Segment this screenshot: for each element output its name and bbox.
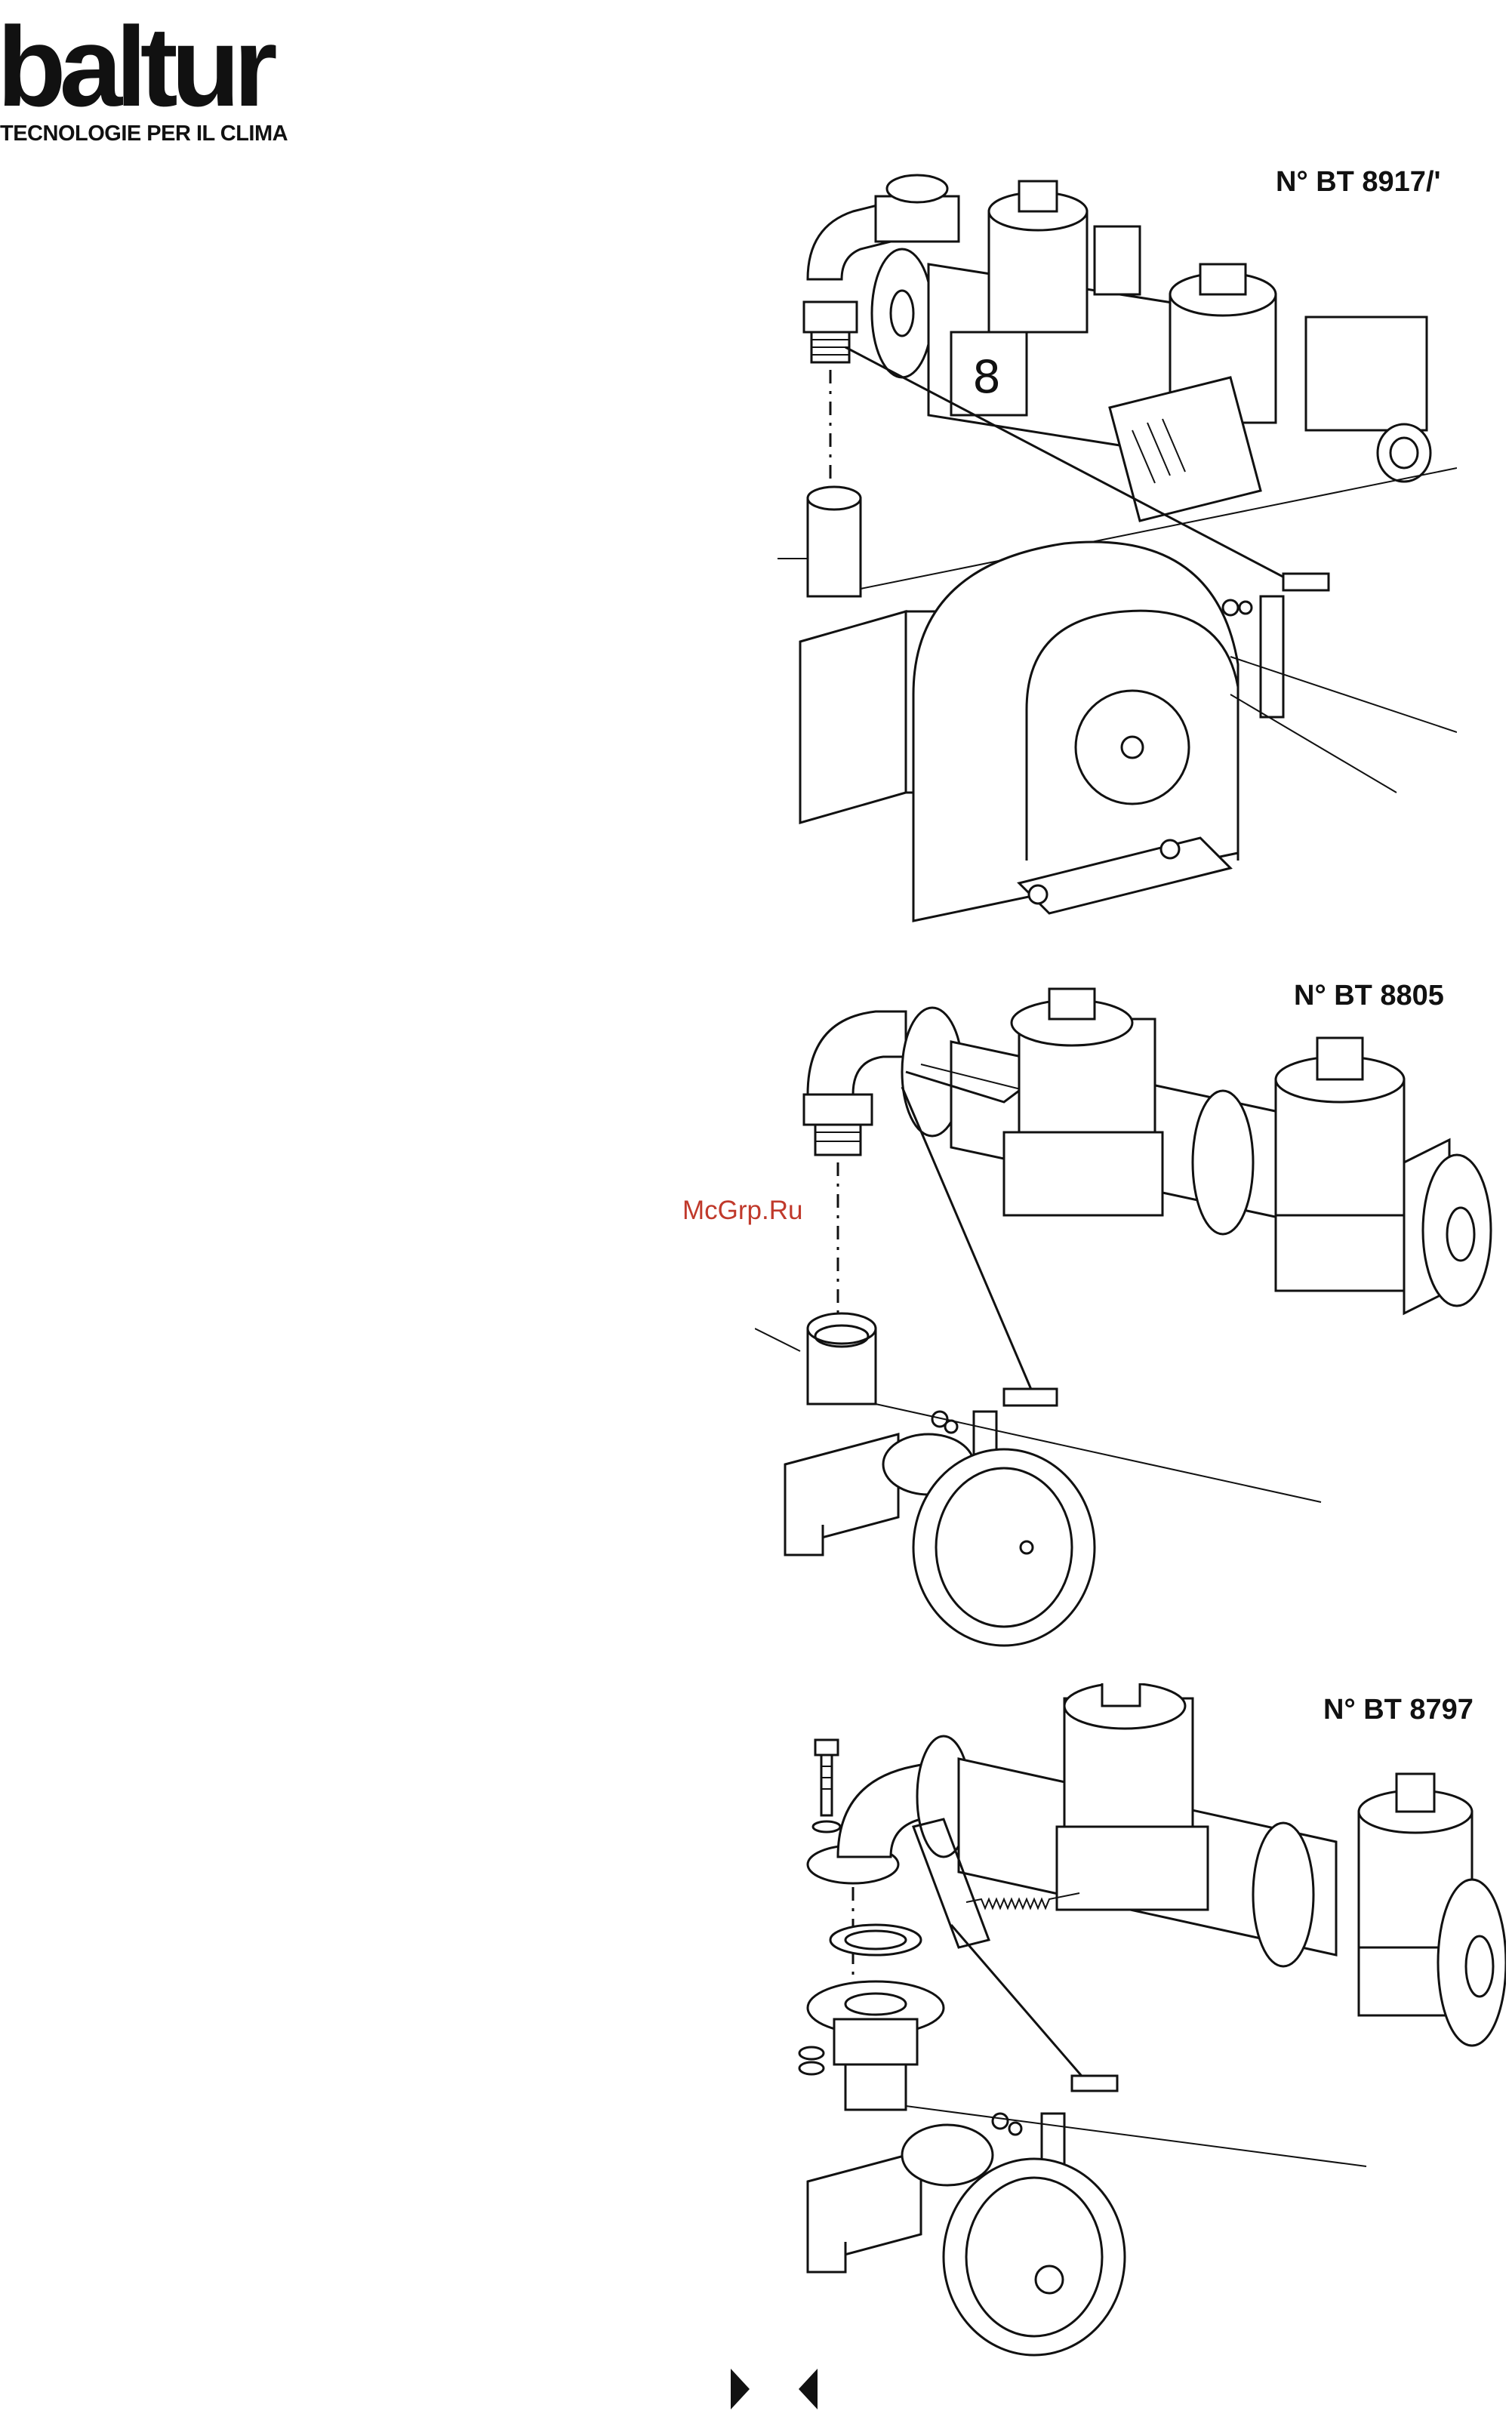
brand-tagline: TECNOLOGIE PER IL CLIMA — [0, 121, 332, 146]
next-page-icon[interactable] — [731, 2369, 750, 2409]
gas-valve-assembly-drawing-3 — [793, 1683, 1506, 2363]
brand-name: baltur — [0, 21, 332, 112]
gas-valve-assembly-drawing-1: 8 — [778, 166, 1457, 951]
gas-valve-assembly-drawing-2 — [755, 981, 1495, 1676]
brand-logo: baltur TECNOLOGIE PER IL CLIMA — [0, 21, 332, 146]
previous-page-icon[interactable] — [799, 2369, 818, 2409]
svg-text:8: 8 — [972, 351, 1001, 404]
